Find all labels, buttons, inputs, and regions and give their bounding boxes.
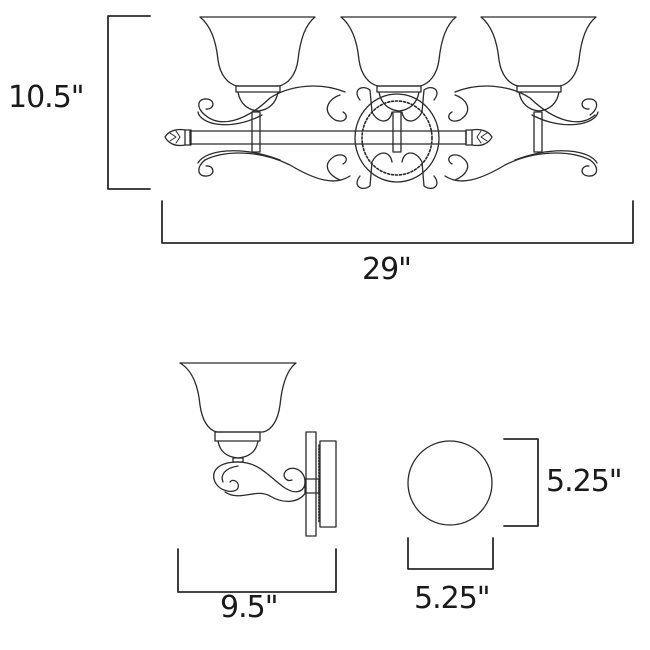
width-dimension-label: 29" [362, 252, 412, 287]
shade-right [480, 16, 597, 112]
width-bracket [161, 200, 634, 244]
crossbar [189, 130, 467, 145]
backplate-side [305, 431, 317, 537]
backplate-width-label: 5.25" [414, 581, 491, 616]
shade-center [340, 16, 457, 112]
backplate-width-bracket [407, 537, 494, 570]
backplate-height-bracket [503, 438, 539, 527]
depth-bracket [177, 548, 337, 593]
left-finial-icon [164, 128, 186, 147]
height-bracket [107, 15, 151, 190]
backplate-height-label: 5.25" [546, 464, 623, 499]
depth-dimension-label: 9.5" [220, 590, 279, 625]
right-finial-icon [471, 128, 493, 147]
center-medallion [354, 93, 440, 183]
side-view-fixture [179, 362, 337, 537]
backplate-circle [407, 440, 493, 526]
backplate-view [407, 440, 493, 526]
front-view-fixture [164, 16, 599, 190]
shade-left [199, 16, 316, 112]
height-dimension-label: 10.5" [8, 80, 85, 115]
